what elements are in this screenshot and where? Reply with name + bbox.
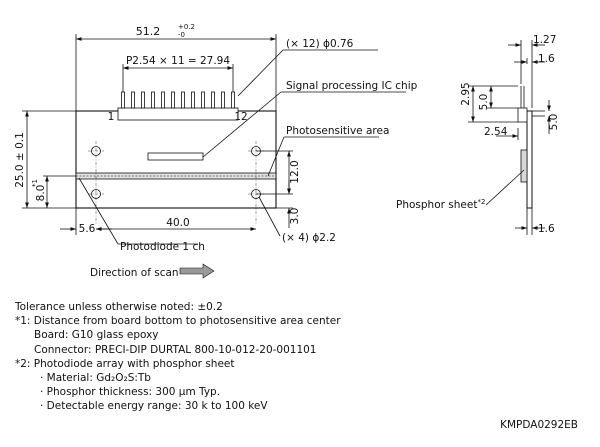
phosphor-label: Phosphor sheet*2 [396,198,485,211]
pin-12-label: 12 [234,111,247,123]
photodiode-label: Photodiode 1 ch [120,241,205,253]
overall-width-tol-upper: +0.2 [178,23,195,31]
note-2-thickness: · Phosphor thickness: 300 μm Typ. [40,386,221,399]
mount-holes-dim: (× 4) ϕ2.2 [282,232,336,244]
side-bottom-dim: 1.6 [538,223,555,235]
hole-vertical-dim: 12.0 [289,160,301,183]
note-1-board: Board: G10 glass epoxy [34,329,159,342]
connector-pin [121,91,125,109]
side-board-top-dim: 5.0 [548,114,560,131]
active-height-ref: *1 [31,179,39,187]
tolerance-note: Tolerance unless otherwise noted: ±0.2 [15,301,223,313]
side-total-dim: 1.27 [533,34,556,46]
left-margin-dim: 5.6 [79,223,96,235]
notes-block: Tolerance unless otherwise noted: ±0.2 *… [15,300,341,414]
side-pin-height-dim: 2.95 [460,82,472,105]
connector-pin [211,91,215,109]
note-1: *1: Distance from board bottom to photos… [15,315,341,328]
note-2: *2: Photodiode array with phosphor sheet [15,357,235,370]
hole-span-dim: 40.0 [166,217,189,229]
connector-pin [131,91,135,109]
overall-width-dim: 51.2 [136,25,161,38]
photosensitive-label: Photosensitive area [286,125,389,137]
drawing-code: KMPDA0292EB [500,419,578,431]
scan-arrow [179,263,215,279]
connector-body [117,107,239,121]
side-view [517,86,545,209]
pin-holes-dim: (× 12) ϕ0.76 [286,38,354,50]
side-pin-dim: 1.6 [538,53,555,65]
pin-pitch-dim: P2.54 × 11 = 27.94 [126,55,230,67]
connector-pin [141,91,145,109]
connector-pin [181,91,185,109]
connector-pin [201,91,205,109]
connector-pin [171,91,175,109]
connector-pin [221,91,225,109]
connector-pin [161,91,165,109]
overall-width-tol-lower: -0 [178,31,185,39]
note-1-connector: Connector: PRECI-DIP DURTAL 800-10-012-2… [34,343,317,356]
note-2-energy: · Detectable energy range: 30 k to 100 k… [40,400,268,413]
connector-pin [151,91,155,109]
note-2-material: · Material: Gd₂O₂S:Tb [40,372,151,385]
height-dim: 25.0 ± 0.1 [14,132,26,188]
svg-text:51.2: 51.2 [136,25,161,38]
ic-chip [147,152,204,161]
connector-pin [231,91,235,109]
hole-bottom-dim: 3.0 [289,208,301,225]
scan-label: Direction of scan [90,267,179,279]
ic-chip-label: Signal processing IC chip [286,80,418,92]
side-pin-len-dim: 5.0 [478,94,490,111]
active-height-dim: 8.0 [35,185,47,202]
pin-1-label: 1 [108,111,115,123]
connector-pins [121,91,235,109]
connector-pin [191,91,195,109]
side-offset-dim: 2.54 [484,126,508,138]
